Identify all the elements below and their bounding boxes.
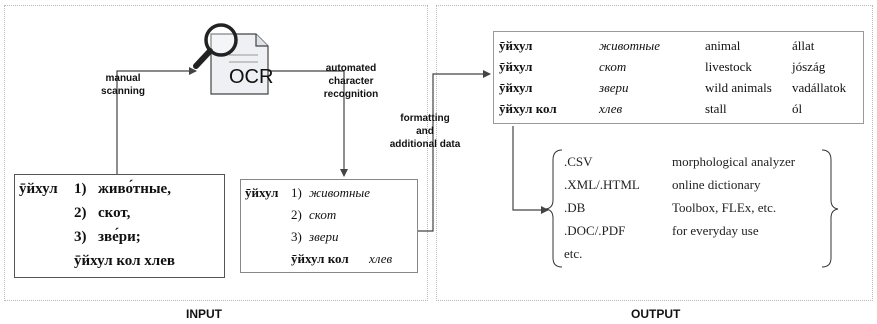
format-use: morphological analyzer xyxy=(672,154,796,169)
arrow-to-formats xyxy=(512,126,549,214)
table-english: wild animals xyxy=(705,80,772,95)
original-headword: ӯйхул xyxy=(19,181,58,197)
format-extension: .XML/.HTML xyxy=(564,177,640,192)
table-hungarian: ól xyxy=(792,101,803,116)
dictionary-table: ӯйхул животные animal állat ӯйхул скот l… xyxy=(493,31,864,124)
original-sense-num-2: 2) xyxy=(74,205,87,221)
format-extension: etc. xyxy=(564,246,583,261)
table-hungarian: jószág xyxy=(792,59,826,74)
recognized-sense-num-2: 2) xyxy=(291,207,302,222)
original-sense-num-3: 3) xyxy=(74,229,87,245)
original-sense-3: зве́ри; xyxy=(98,229,141,245)
original-entry-box: ӯйхул 1) живо́тные, 2) скот, 3) зве́ри; … xyxy=(14,174,225,278)
ocr-document-icon xyxy=(210,33,269,95)
label-manual-scanning: manual scanning xyxy=(101,73,145,97)
table-russian: животные xyxy=(599,38,660,53)
recognized-sense-num-1: 1) xyxy=(291,185,302,200)
arrow-manual-scanning xyxy=(116,67,197,174)
input-title: INPUT xyxy=(186,307,222,321)
format-use: Toolbox, FLEx, etc. xyxy=(672,200,777,215)
format-use: for everyday use xyxy=(672,223,759,238)
arrow-automated-recognition xyxy=(267,70,348,177)
table-russian: звери xyxy=(599,80,629,95)
left-brace xyxy=(545,149,563,268)
original-sense-2: скот, xyxy=(98,205,131,221)
label-automated-recognition: automated character recognition xyxy=(323,63,379,100)
output-panel xyxy=(436,5,873,301)
recognized-compound-gloss: хлев xyxy=(369,251,393,266)
output-title: OUTPUT xyxy=(631,307,681,321)
original-sense-num-1: 1) xyxy=(74,181,87,197)
table-headword: ӯйхул кол xyxy=(499,101,557,116)
table-headword: ӯйхул xyxy=(499,38,533,53)
format-extension: .DOC/.PDF xyxy=(564,223,626,238)
recognized-sense-1: животные xyxy=(309,185,370,200)
table-russian: хлев xyxy=(599,101,623,116)
input-panel xyxy=(4,5,428,301)
label-formatting: formatting and additional data xyxy=(389,113,461,150)
table-english: stall xyxy=(705,101,727,116)
format-extension: .DB xyxy=(564,200,586,215)
table-english: animal xyxy=(705,38,741,53)
ocr-label: OCR xyxy=(229,66,274,88)
table-hungarian: vadállatok xyxy=(792,80,847,95)
table-english: livestock xyxy=(705,59,752,74)
table-headword: ӯйхул xyxy=(499,80,533,95)
original-compound: ӯйхул кол хлев xyxy=(74,253,175,269)
recognized-sense-3: звери xyxy=(309,229,339,244)
table-hungarian: állat xyxy=(792,38,815,53)
recognized-compound-head: ӯйхул кол xyxy=(291,251,349,266)
format-use: online dictionary xyxy=(672,177,761,192)
table-russian: скот xyxy=(599,59,627,74)
recognized-sense-2: скот xyxy=(309,207,337,222)
arrow-formatting xyxy=(418,70,491,232)
original-sense-1: живо́тные, xyxy=(98,181,171,197)
recognized-sense-num-3: 3) xyxy=(291,229,302,244)
right-brace xyxy=(821,149,839,268)
table-headword: ӯйхул xyxy=(499,59,533,74)
magnifier-icon xyxy=(193,23,238,69)
recognized-headword: ӯйхул xyxy=(245,185,279,200)
format-extension: .CSV xyxy=(564,154,593,169)
recognized-entry-box: ӯйхул 1) животные 2) скот 3) звери ӯйхул… xyxy=(240,179,418,273)
